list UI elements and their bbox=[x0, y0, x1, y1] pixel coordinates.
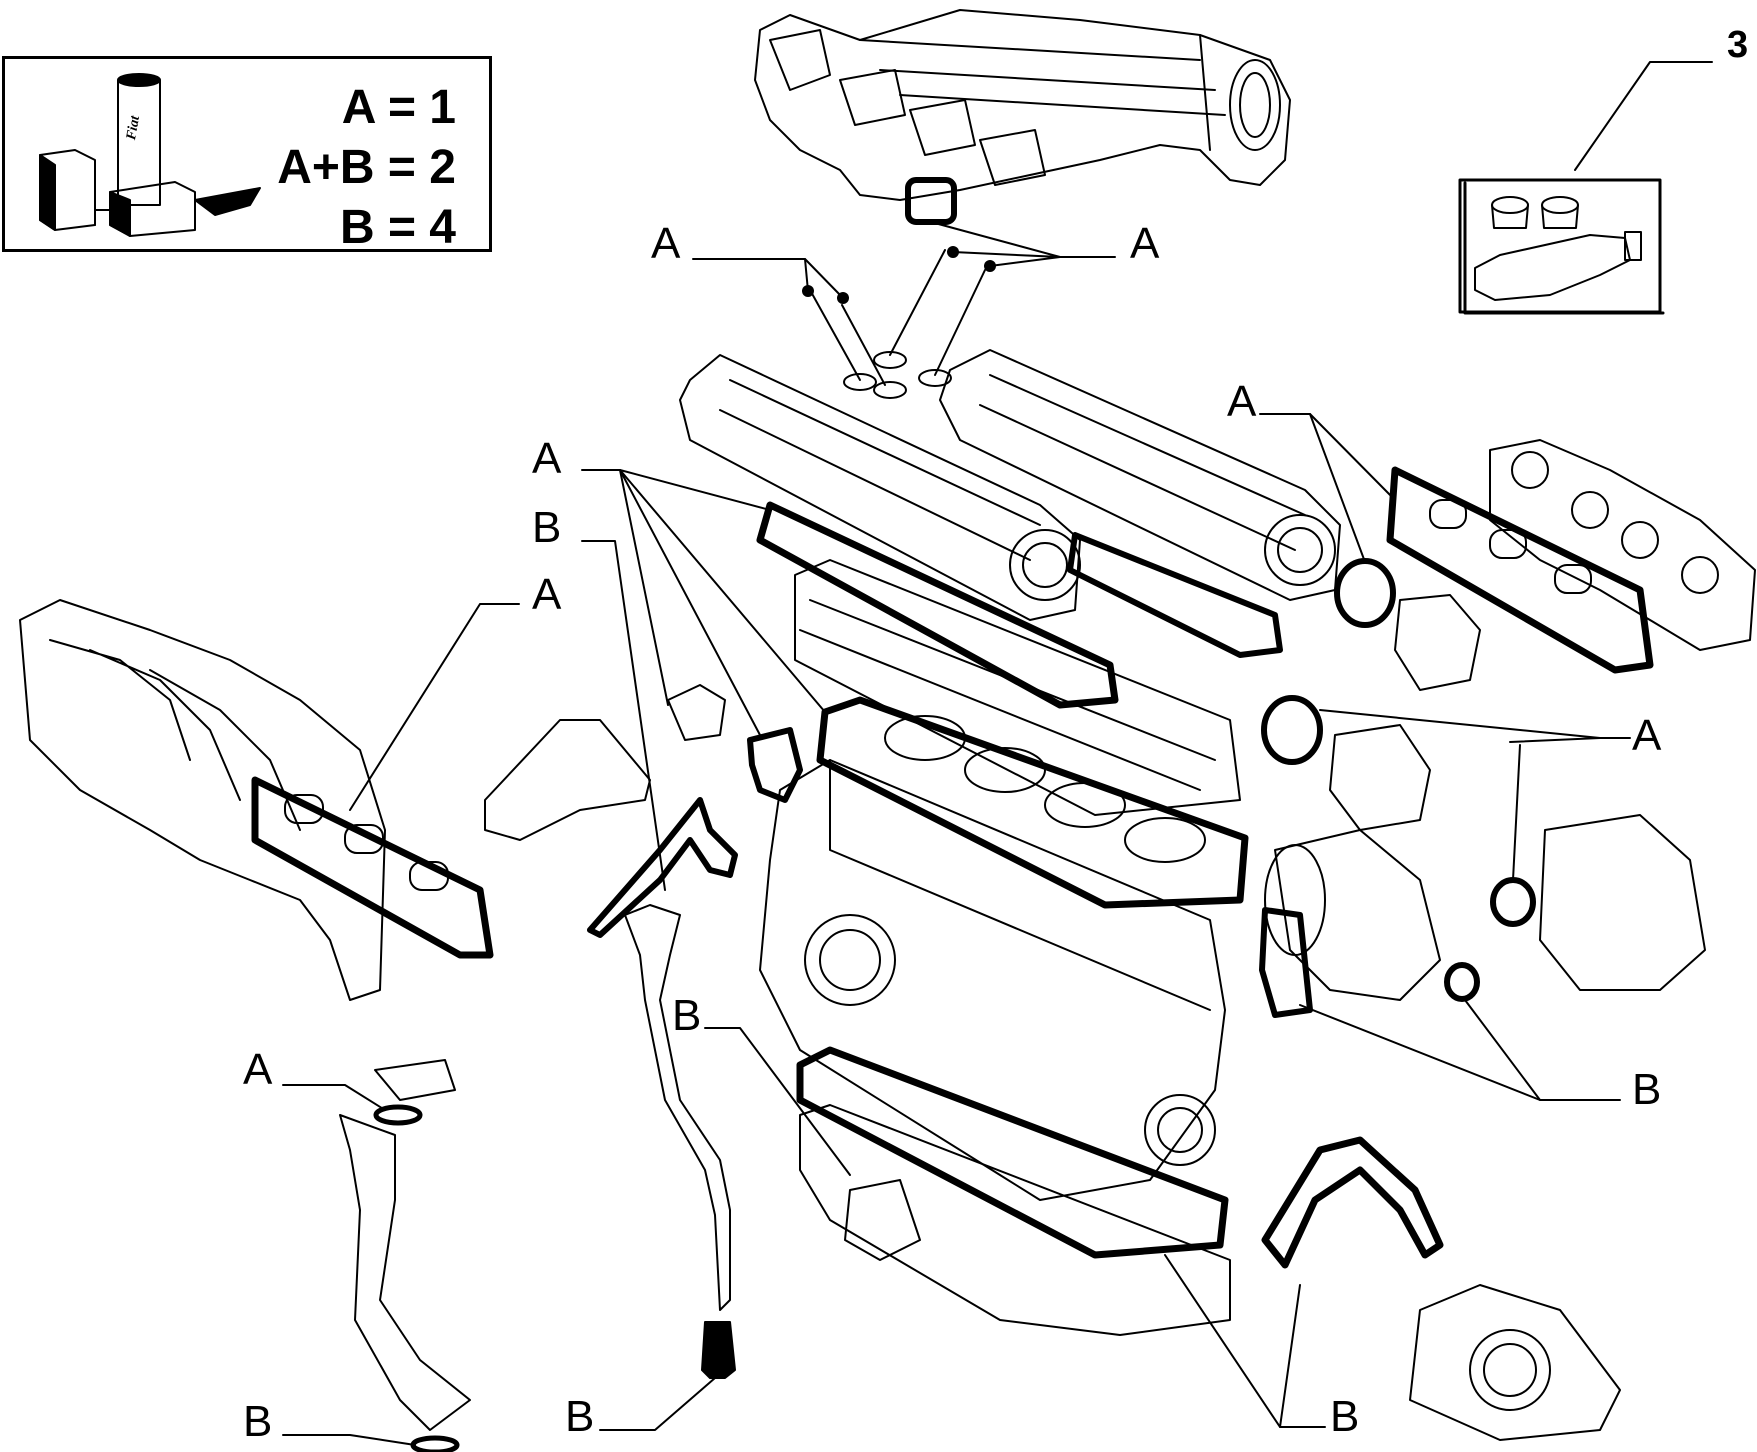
filler-cap-seal bbox=[373, 1104, 423, 1126]
callout-a-left-manifold: A bbox=[532, 570, 562, 619]
callout-b-filler-pipe: B bbox=[243, 1397, 273, 1446]
thermostat-housing-top bbox=[1394, 594, 1481, 691]
callout-a-intake: A bbox=[1130, 219, 1160, 268]
left-manifold bbox=[19, 599, 386, 1001]
oil-pump bbox=[844, 1179, 921, 1261]
exhaust-manifold-right bbox=[1489, 439, 1756, 651]
dipstick-tube bbox=[624, 904, 731, 1311]
cylinder-head bbox=[794, 559, 1241, 816]
sensor-gasket bbox=[747, 727, 803, 803]
legend-line-3: B = 4 bbox=[339, 201, 456, 254]
water-pump-gasket bbox=[1259, 907, 1313, 1018]
valves bbox=[809, 249, 986, 399]
legend-kit-icon bbox=[39, 73, 261, 237]
legend-line-2: A+B = 2 bbox=[277, 141, 456, 194]
head-gasket bbox=[816, 696, 1249, 909]
water-pump bbox=[1264, 829, 1441, 1001]
coolant-outlet bbox=[1539, 814, 1706, 991]
cam-cover-gasket-left bbox=[756, 501, 1119, 709]
rear-seal-gasket bbox=[1261, 1136, 1444, 1269]
thermostat-housing-mid bbox=[1329, 724, 1431, 831]
valve-stem-seals bbox=[802, 246, 996, 304]
leader-lines bbox=[282, 61, 1713, 1446]
rear-seal-carrier bbox=[1409, 1284, 1621, 1441]
oil-pan-gasket bbox=[796, 1046, 1229, 1259]
oil-pump-housing bbox=[484, 719, 651, 841]
drain-plug bbox=[701, 1321, 736, 1379]
oil-pan bbox=[799, 1104, 1231, 1336]
o-ring-small-2 bbox=[1444, 962, 1480, 1002]
cam-cover-gasket-right bbox=[1067, 532, 1283, 658]
sealant-kit-box bbox=[1458, 178, 1662, 314]
callout-a-water-pump: A bbox=[1632, 711, 1662, 760]
o-ring-small-1 bbox=[1490, 877, 1536, 927]
camshaft-housing-left bbox=[679, 354, 1081, 621]
intake-flange-gasket bbox=[905, 177, 957, 225]
left-manifold-gasket bbox=[251, 776, 494, 959]
legend-box bbox=[2, 56, 492, 252]
callout-b-water-pump: B bbox=[1632, 1065, 1662, 1114]
legend-line-1: A = 1 bbox=[341, 81, 456, 134]
callout-b-oil-pump: B bbox=[672, 991, 702, 1040]
o-ring-large-2 bbox=[1261, 695, 1323, 765]
timing-cover-gasket bbox=[587, 797, 738, 938]
filler-pipe-seal bbox=[410, 1435, 460, 1452]
callout-b-dipstick-plug: B bbox=[565, 1392, 595, 1441]
exhaust-manifold-gasket bbox=[1386, 466, 1654, 674]
callout-b-timing: B bbox=[532, 503, 562, 552]
engine-block bbox=[759, 759, 1226, 1201]
oil-filler-pipe bbox=[339, 1059, 471, 1431]
callout-a-valves: A bbox=[651, 219, 681, 268]
intake-manifold-top bbox=[754, 9, 1291, 201]
callout-a-exhaust: A bbox=[1227, 377, 1257, 426]
o-ring-large-1 bbox=[1334, 558, 1396, 628]
callout-a-head-gaskets: A bbox=[532, 434, 562, 483]
callout-a-filler-cap: A bbox=[243, 1045, 273, 1094]
callout-b-rear-seal: B bbox=[1330, 1392, 1360, 1441]
kit-reference-number: 3 bbox=[1727, 24, 1749, 66]
sensor-housing bbox=[667, 684, 726, 741]
